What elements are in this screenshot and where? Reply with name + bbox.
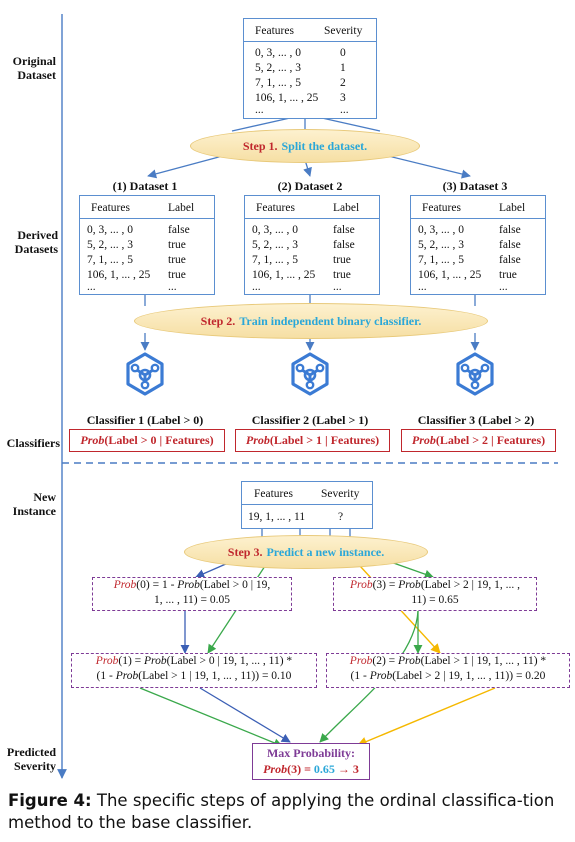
table-cell-label: true <box>168 269 186 281</box>
table-row: 5, 2, ... , 3 <box>418 239 464 251</box>
table-cell-label: true <box>499 269 517 281</box>
table-cell-label: true <box>333 254 351 266</box>
classifier-prob-box-2: Prob(Label > 1 | Features) <box>235 429 390 452</box>
derived-dataset-table-2: Features Label 0, 3, ... , 0 false 5, 2, ...… <box>244 195 380 295</box>
table-row: ... <box>252 281 261 293</box>
header-severity: Severity <box>324 25 363 37</box>
table-row: 0, 3, ... , 0 <box>418 224 464 236</box>
table-row: 0, 3, ... , 0 <box>252 224 298 236</box>
step3-ellipse: Step 3.Predict a new instance. <box>184 535 428 569</box>
header-features: Features <box>254 488 293 500</box>
header-label: Label <box>333 202 360 214</box>
table-cell-label: ... <box>499 281 508 293</box>
table-cell-label: false <box>499 239 521 251</box>
table-row: 7, 1, ... , 5 <box>252 254 298 266</box>
dataset-title-1: (1) Dataset 1 <box>112 179 178 193</box>
table-row: 106, 1, ... , 25 <box>87 269 151 281</box>
table-row: 7, 1, ... , 5 <box>87 254 133 266</box>
table-cell-label: ... <box>168 281 177 293</box>
table-row: 7, 1, ... , 5 <box>255 77 301 89</box>
caption-label: Figure 4: <box>8 791 92 810</box>
table-cell-label: false <box>499 224 521 236</box>
header-severity: Severity <box>321 488 360 500</box>
header-features: Features <box>256 202 295 214</box>
figure-caption: Figure 4: The specific steps of applying… <box>8 790 570 834</box>
table-row: 5, 2, ... , 3 <box>252 239 298 251</box>
table-row: 5, 2, ... , 3 <box>255 62 301 74</box>
table-row: ... <box>418 281 427 293</box>
header-features: Features <box>422 202 461 214</box>
classifier-title-3: Classifier 3 (Label > 2) <box>417 413 535 427</box>
dataset-title-3: (3) Dataset 3 <box>442 179 508 193</box>
formula-prob-2: Prob(2) = Prob(Label > 1 | 19, 1, ... , … <box>326 653 570 688</box>
classifier-prob-box-3: Prob(Label > 2 | Features) <box>401 429 556 452</box>
table-row: 5, 2, ... , 3 <box>87 239 133 251</box>
classifier-model-icon <box>288 351 332 402</box>
classifier-title-2: Classifier 2 (Label > 1) <box>251 413 369 427</box>
step1-ellipse: Step 1.Split the dataset. <box>190 129 420 163</box>
table-row: 106, 1, ... , 25 <box>418 269 482 281</box>
max-probability-box: Max Probability: Prob(3) = 0.65 → 3 <box>252 743 370 780</box>
derived-dataset-table-3: Features Label 0, 3, ... , 0 false 5, 2, ...… <box>410 195 546 295</box>
derived-dataset-table-1: Features Label 0, 3, ... , 0 false 5, 2, ...… <box>79 195 215 295</box>
table-cell-label: true <box>168 254 186 266</box>
original-dataset-table: Features Severity 0, 3, ... , 0 0 5, 2, … <box>243 18 377 119</box>
table-cell-label: false <box>333 239 355 251</box>
max-probability-title: Max Probability: <box>266 746 356 760</box>
table-cell-label: false <box>168 224 190 236</box>
max-probability-value: 0.65 <box>313 762 335 776</box>
header-label: Label <box>168 202 195 214</box>
formula-prob-0: Prob(0) = 1 - Prob(Label > 0 | 19, 1, ..… <box>92 577 292 611</box>
table-row: 106, 1, ... , 25 <box>252 269 316 281</box>
formula-prob-1: Prob(1) = Prob(Label > 0 | 19, 1, ... , … <box>71 653 317 688</box>
classifier-model-icon <box>123 351 167 402</box>
classifier-title-1: Classifier 1 (Label > 0) <box>86 413 204 427</box>
step2-ellipse: Step 2.Train independent binary classifi… <box>134 303 488 339</box>
header-features: Features <box>255 25 294 37</box>
table-cell-label: ... <box>333 281 342 293</box>
formula-prob-3: Prob(3) = Prob(Label > 2 | 19, 1, ... , … <box>333 577 537 611</box>
table-cell-label: false <box>499 254 521 266</box>
instance-features: 19, 1, ... , 11 <box>248 511 306 523</box>
header-features: Features <box>91 202 130 214</box>
table-cell-label: true <box>333 269 351 281</box>
new-instance-table: Features Severity 19, 1, ... , 11 ? <box>241 481 373 529</box>
table-row: ... <box>255 104 264 116</box>
instance-severity: ? <box>338 511 344 523</box>
caption-text: The specific steps of applying the ordin… <box>8 791 555 832</box>
table-row: 0, 3, ... , 0 <box>255 47 301 59</box>
header-label: Label <box>499 202 526 214</box>
table-row: 0, 3, ... , 0 <box>87 224 133 236</box>
table-row: 106, 1, ... , 25 <box>255 92 319 104</box>
classifier-model-icon <box>453 351 497 402</box>
predicted-severity: 3 <box>352 762 359 776</box>
table-row: ... <box>87 281 96 293</box>
table-cell-label: false <box>333 224 355 236</box>
side-label-classifiers: Classifiers <box>6 436 60 450</box>
table-row: 7, 1, ... , 5 <box>418 254 464 266</box>
classifier-prob-box-1: Prob(Label > 0 | Features) <box>69 429 225 452</box>
table-cell-label: true <box>168 239 186 251</box>
dataset-title-2: (2) Dataset 2 <box>277 179 343 193</box>
